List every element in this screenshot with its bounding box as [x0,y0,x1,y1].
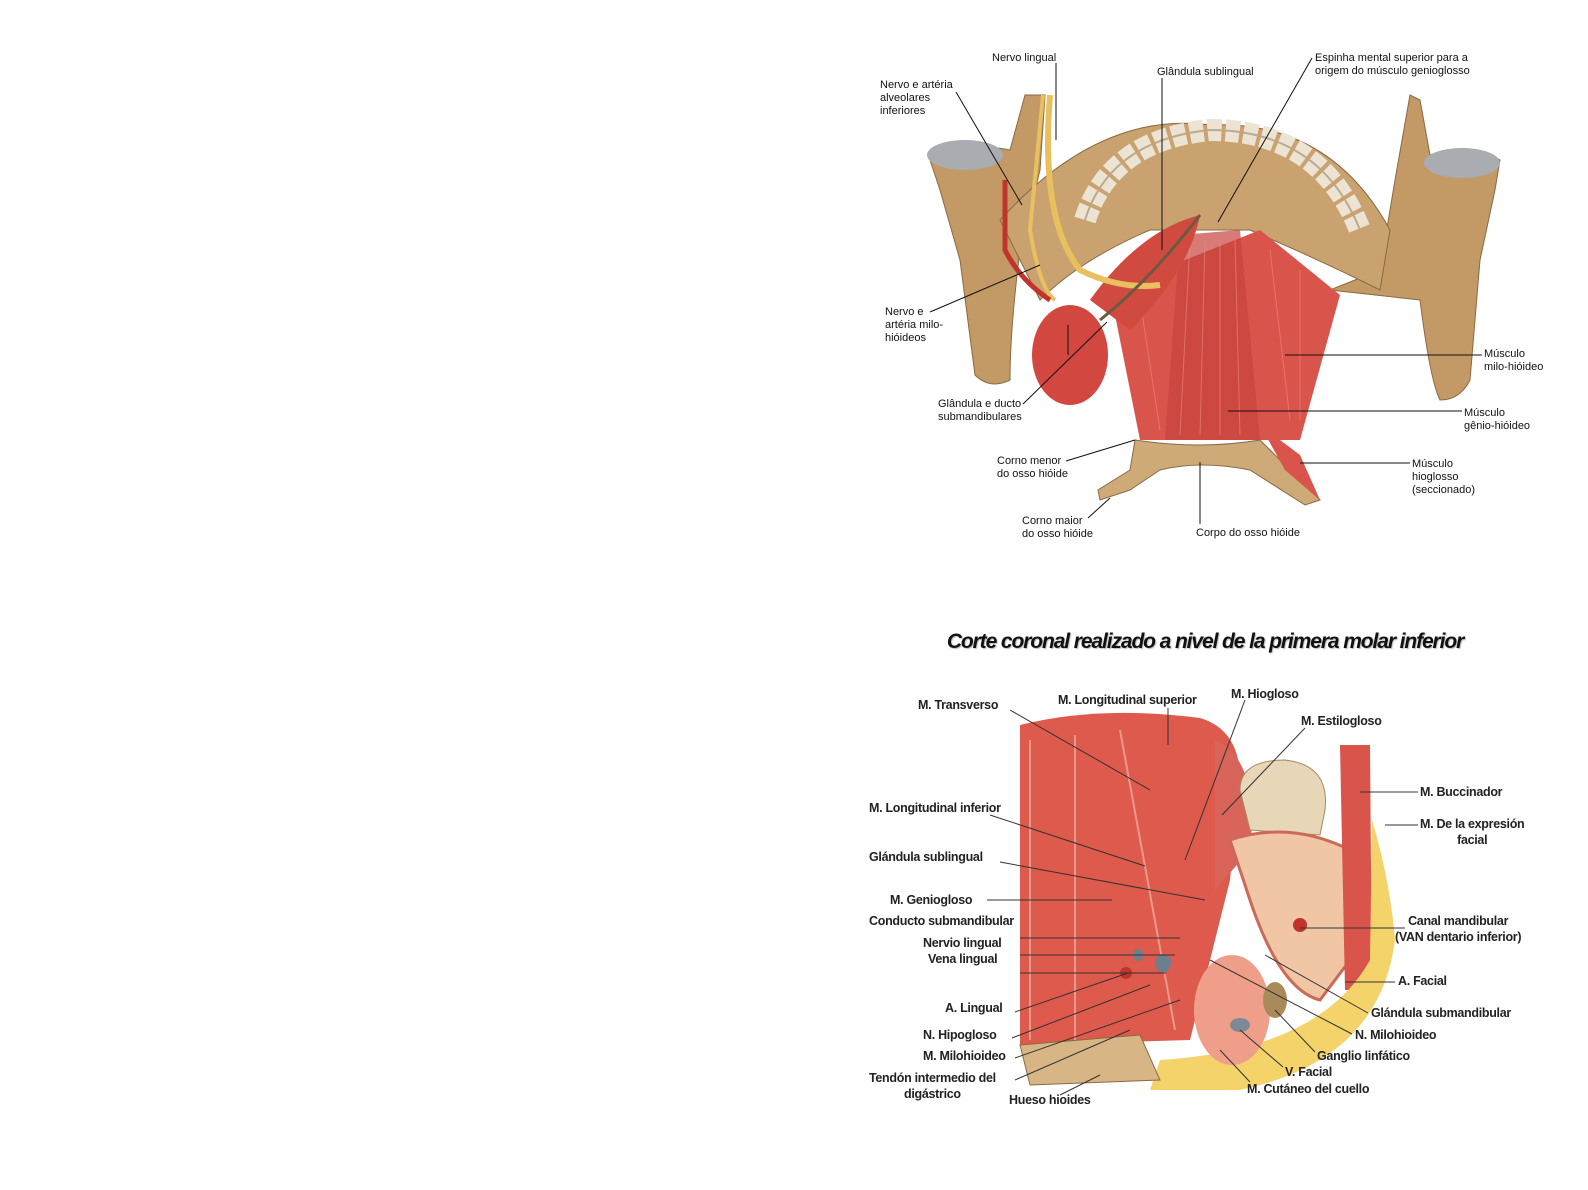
label-hueso-hioides: Hueso hioides [1009,1093,1091,1107]
label-n-hipogloso: N. Hipogloso [923,1028,997,1042]
label-line: Músculo [1464,407,1505,419]
label-line: Glândula e ducto [938,398,1022,410]
label-m-transverso: M. Transverso [918,698,999,712]
label-glandula-sublingual-es: Glándula sublingual [869,850,983,864]
label-line: Nervo e artéria [880,79,953,91]
label-line: Músculo [1412,458,1453,470]
label-nervo-lingual: Nervo lingual [992,52,1057,64]
label-nervo-arteria-alveolares: Nervo e artéria alveolares inferiores [880,79,953,118]
label-v-facial: V. Facial [1285,1065,1332,1079]
label-canal-mandibular: Canal mandibular (VAN dentario inferior) [1395,913,1522,945]
label-nervo-arteria-milo-hioideos: Nervo e artéria milo- hióideos [885,306,943,345]
label-musculo-genio-hioideo: Músculo gênio-hióideo [1464,407,1530,433]
label-line: inferiores [880,105,926,117]
label-tendon-digastrico: Tendón intermedio del digástrico [869,1070,996,1102]
label-m-hiogloso: M. Hiogloso [1231,687,1299,701]
label-a-lingual: A. Lingual [945,1001,1003,1015]
label-line: submandibulares [938,411,1022,423]
label-m-buccinador: M. Buccinador [1420,785,1503,799]
label-conducto-submandibular: Conducto submandibular [869,914,1014,928]
label-m-longitudinal-superior: M. Longitudinal superior [1058,693,1197,707]
label-line: alveolares [880,92,931,104]
label-musculo-milo-hioideo: Músculo milo-hióideo [1484,348,1543,374]
label-line: artéria milo- [885,319,944,331]
label-line: digástrico [904,1087,961,1101]
label-line: M. De la expresión [1420,817,1525,831]
label-m-estilogloso: M. Estilogloso [1301,714,1382,728]
label-musculo-hioglosso: Músculo hioglosso (seccionado) [1412,458,1475,497]
label-line: Tendón intermedio del [869,1071,996,1085]
label-line: (seccionado) [1412,484,1475,496]
label-line: Corno menor [997,455,1062,467]
label-line: Músculo [1484,348,1525,360]
label-line: Canal mandibular [1408,914,1509,928]
label-a-facial: A. Facial [1398,974,1447,988]
label-m-expresion-facial: M. De la expresión facial [1420,816,1525,848]
label-vena-lingual: Vena lingual [928,952,998,966]
label-nervio-lingual: Nervio lingual [923,936,1002,950]
label-m-cutaneo-cuello: M. Cutáneo del cuello [1247,1082,1370,1096]
label-line: facial [1457,833,1488,847]
label-line: milo-hióideo [1484,361,1544,373]
label-glandula-submandibular: Glándula submandibular [1371,1006,1511,1020]
label-m-milohioideo: M. Milohioideo [923,1049,1006,1063]
label-ganglio-linfatico: Ganglio linfático [1317,1049,1410,1063]
label-line: gênio-hióideo [1464,420,1531,432]
label-line: do osso hióide [997,468,1068,480]
label-line: Corno maior [1022,515,1083,527]
figure-title: Corte coronal realizado a nivel de la pr… [946,630,1464,653]
label-m-geniogloso: M. Geniogloso [890,893,973,907]
label-n-milohioideo: N. Milohioideo [1355,1028,1437,1042]
label-line: Espinha mental superior para a [1315,52,1468,64]
label-m-longitudinal-inferior: M. Longitudinal inferior [869,801,1001,815]
label-corno-maior: Corno maior do osso hióide [1022,515,1093,541]
label-line: hioglosso [1412,471,1459,483]
label-corno-menor: Corno menor do osso hióide [997,455,1068,481]
label-line: Nervo e [885,306,924,318]
label-line: (VAN dentario inferior) [1395,930,1522,944]
label-espinha-mental: Espinha mental superior para a origem do… [1315,52,1470,78]
label-line: do osso hióide [1022,528,1093,540]
label-glandula-sublingual: Glândula sublingual [1157,66,1254,78]
label-corpo-osso-hioide: Corpo do osso hióide [1196,527,1300,539]
label-line: hióideos [885,332,926,344]
label-line: origem do músculo genioglosso [1315,65,1470,77]
label-glandula-submandibulares: Glândula e ducto submandibulares [938,398,1022,424]
